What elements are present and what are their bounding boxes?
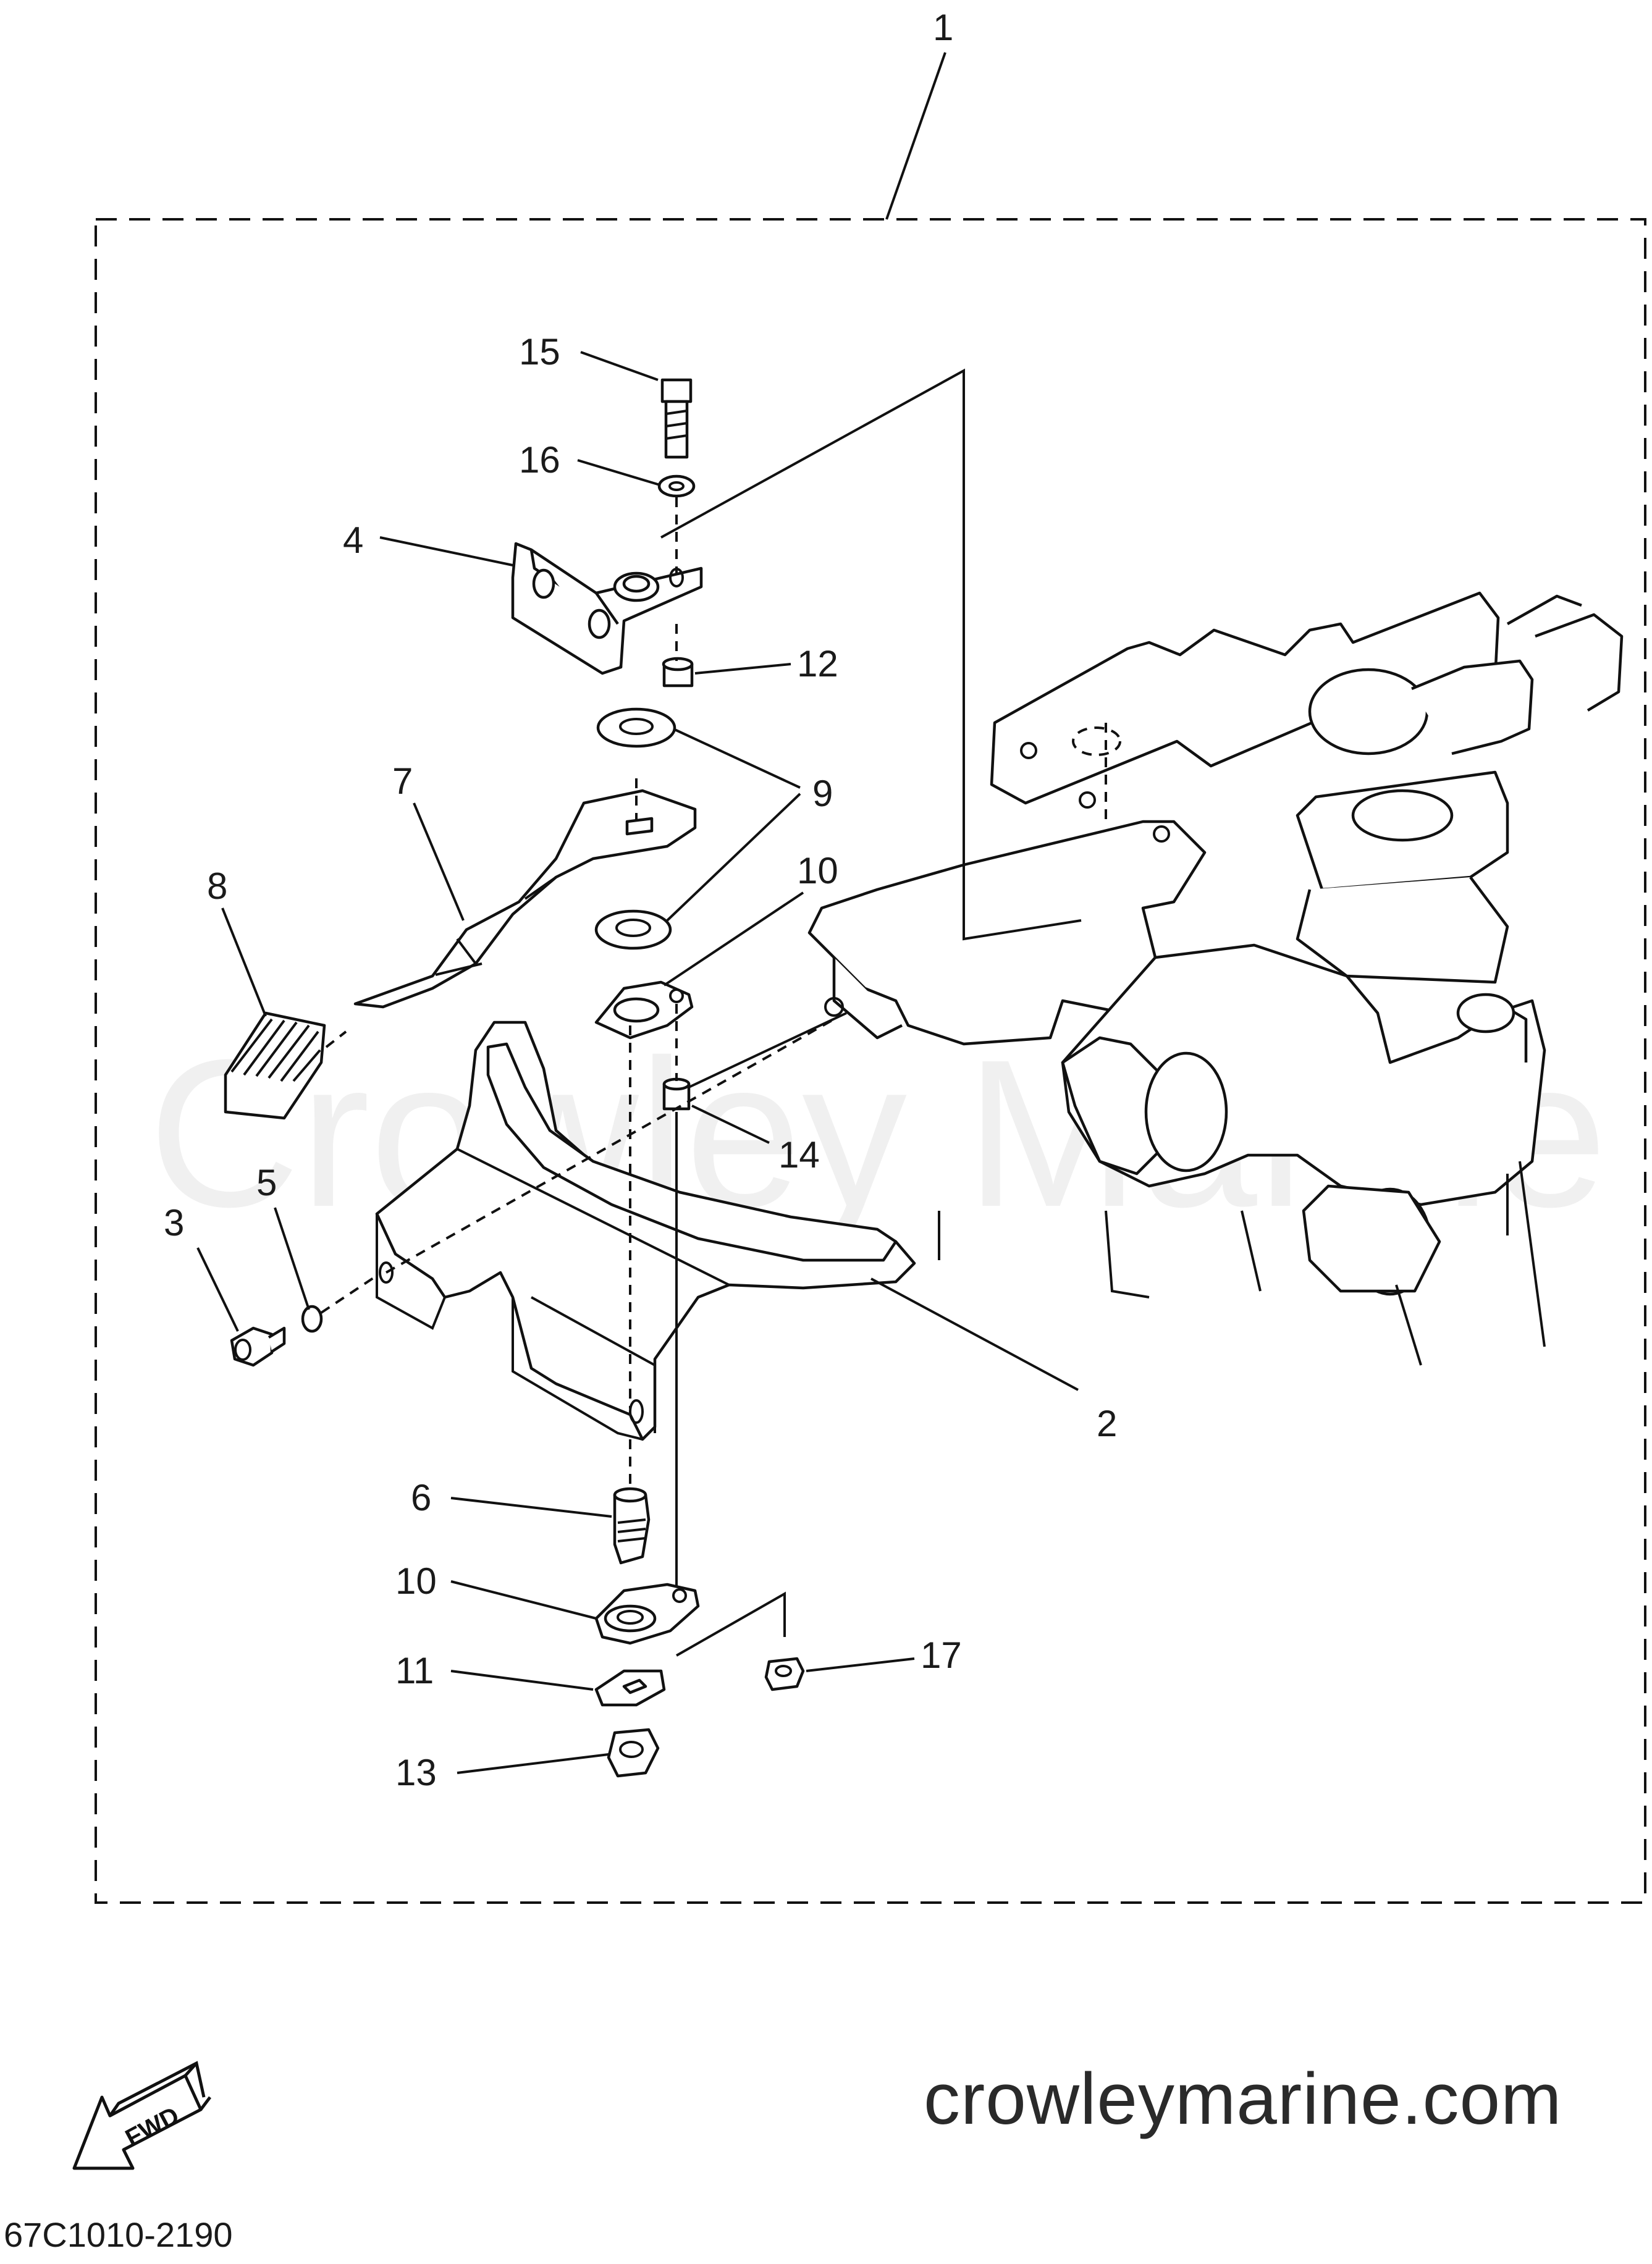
part-2-main-bracket [375, 1018, 916, 1441]
leader-10b [450, 1580, 597, 1620]
part-15-bolt [660, 378, 693, 459]
part-12-collar [662, 657, 694, 688]
assembly-boundary [95, 218, 1646, 1904]
part-7-lever [353, 778, 697, 1009]
callout-1: 1 [933, 7, 953, 48]
leader-10a [663, 891, 804, 987]
part-3-screw [230, 1326, 286, 1367]
website-text: crowleymarine.com [924, 2058, 1562, 2140]
part-9-washer-upper [596, 707, 676, 748]
leader-4 [379, 536, 513, 566]
leader-14 [691, 1105, 770, 1144]
part-9-washer-lower [594, 909, 672, 950]
drawing-code: 67C1010-2190 [4, 2215, 233, 2254]
callout-2: 2 [1097, 1403, 1117, 1444]
part-6-pin [613, 1487, 651, 1565]
callout-4: 4 [343, 520, 363, 561]
part-11-washer [594, 1669, 666, 1707]
part-4-bracket [511, 542, 703, 675]
leader-9b [666, 793, 801, 922]
leader-16 [577, 459, 660, 486]
callout-13: 13 [395, 1752, 437, 1793]
callout-17: 17 [921, 1635, 962, 1676]
callout-16: 16 [519, 439, 560, 481]
part-13-nut [607, 1728, 660, 1778]
engine-bracket-outline [807, 591, 1624, 1366]
leader-1 [885, 52, 946, 220]
callout-8: 8 [207, 865, 227, 907]
part-14-collar [662, 1077, 691, 1111]
callout-5: 5 [256, 1162, 277, 1203]
callout-3: 3 [164, 1202, 184, 1244]
part-17-nut [764, 1657, 805, 1691]
callout-10-upper: 10 [797, 850, 838, 891]
callout-14: 14 [778, 1134, 820, 1176]
leader-7 [413, 802, 465, 921]
part-10-plate-lower [594, 1583, 700, 1645]
leader-12 [694, 663, 791, 675]
leader-5 [274, 1207, 310, 1310]
leader-15 [580, 351, 659, 381]
leader-11 [450, 1670, 594, 1691]
leader-2 [870, 1277, 1079, 1391]
callout-9: 9 [812, 773, 833, 814]
callout-6: 6 [411, 1477, 431, 1518]
bolt-line-15 [660, 368, 1082, 941]
part-16-washer [657, 474, 696, 498]
leader-8 [221, 907, 267, 1017]
callout-10-lower: 10 [395, 1560, 437, 1602]
callout-12: 12 [797, 643, 838, 684]
leader-6 [450, 1497, 612, 1518]
callout-11: 11 [395, 1650, 434, 1691]
leader-17 [806, 1657, 915, 1672]
leader-3 [196, 1247, 239, 1332]
part-5-circlip [301, 1305, 323, 1333]
leader-13 [457, 1753, 609, 1774]
callout-7: 7 [392, 760, 413, 802]
part-10-plate-upper [594, 980, 694, 1040]
callout-15: 15 [519, 331, 560, 372]
part-8-grip [224, 1011, 326, 1120]
fwd-arrow-icon [72, 2061, 211, 2170]
leader-9a [673, 728, 801, 789]
